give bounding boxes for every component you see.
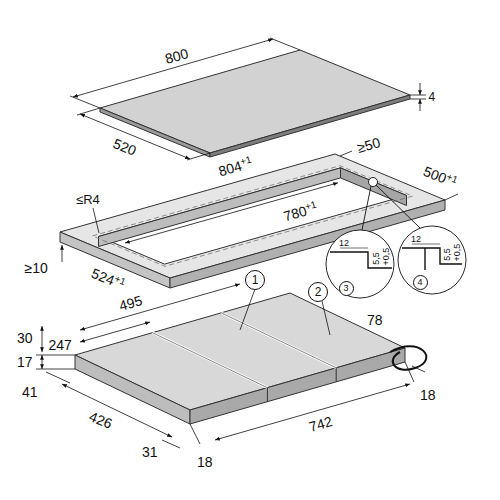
dimension-lines [70,38,426,160]
dimension-label: 524+1 [89,265,127,292]
callout-number-text: 4 [417,278,422,287]
callout-number: 2 [308,282,328,302]
dimension-lines [420,99,421,111]
dimension-label: 500+1 [421,163,459,190]
dimension-label: 742 [307,414,333,434]
dimension-label: +0,5 [453,243,462,261]
cooking-unit [221,313,336,368]
dimension-lines [62,384,172,437]
dimension-label: 495 [117,293,143,313]
callout-number: 4 [413,275,428,290]
dimension-lines [62,245,63,262]
dimension-label: 12 [411,235,421,244]
cooking-unit [221,313,336,368]
cooking-unit [75,293,426,424]
dimension-label: 18 [420,388,436,402]
dimension-label: 520 [111,136,138,158]
detail-insets [376,185,420,228]
detail-insets [398,226,466,294]
dimension-lines [322,301,330,335]
dimension-lines [187,153,210,160]
dimension-label: 41 [22,385,38,399]
dimension-lines [42,355,43,369]
dimension-lines [125,183,338,243]
dimension-label: +0,5 [382,247,391,265]
detail-insets [340,248,368,249]
dimension-lines [445,194,458,200]
dimension-lines [240,289,255,330]
dimension-lines [405,362,414,382]
detail-insets [362,186,371,230]
dimension-label: 426 [87,409,114,431]
worktop-cutout [60,154,445,288]
dimension-lines [80,114,190,159]
callout-number-text: 2 [315,286,322,298]
dimension-lines [93,208,99,233]
callout-number: 3 [339,281,354,296]
dimension-label: ≥10 [25,261,48,275]
worktop-cutout [341,168,407,206]
dimension-lines [36,369,75,370]
glass-plate [100,108,210,157]
dimension-lines [410,95,426,96]
callout-number-text: 3 [343,284,348,293]
dimension-label: ≥50 [355,135,381,155]
dimension-label: 12 [339,239,349,248]
detail-insets [326,178,466,299]
dimension-lines [46,372,70,383]
dimension-lines [73,39,273,97]
dimension-label: 18 [197,455,213,469]
dimension-lines [412,366,425,372]
detail-insets [412,244,440,245]
dimension-label: 5,5 [442,248,451,261]
cooking-unit [390,346,426,370]
dimension-lines [36,284,425,448]
dimension-lines [36,355,75,356]
detail-insets [326,230,394,298]
dimension-lines [42,326,43,352]
dimension-label: 78 [367,313,383,327]
callout-number-text: 1 [252,274,259,286]
dimension-lines [162,440,180,448]
dimension-lines [340,151,352,156]
callout-number: 1 [245,270,265,290]
worktop-cutout [99,168,341,247]
dimension-lines [80,284,240,330]
dimension-lines [420,83,421,95]
dimension-lines [80,322,150,342]
dimension-lines [215,384,410,440]
cooking-unit [267,388,268,402]
cooking-unit [336,368,337,382]
glass-plate [100,50,410,153]
glass-plate [210,95,410,157]
dimension-lines [270,38,300,50]
dimension-label: 247 [49,338,72,352]
dimension-lines [410,99,426,100]
dimension-label: 17 [17,355,33,369]
dimension-lines [62,151,458,262]
detail-insets [424,248,425,270]
cooking-unit [152,333,267,388]
dimension-lines [70,96,100,108]
dimension-label: 31 [142,445,158,459]
dimension-label: 4 [429,91,436,103]
dimension-label: 30 [17,331,33,345]
dimension-lines [190,424,200,444]
dimension-label: 800 [163,46,189,66]
cooking-unit [190,348,405,424]
dimension-label: 804+1 [216,154,253,178]
dimension-label: ≤R4 [76,193,100,206]
dimension-label: 5,5 [371,252,380,265]
cooking-unit [152,333,267,388]
